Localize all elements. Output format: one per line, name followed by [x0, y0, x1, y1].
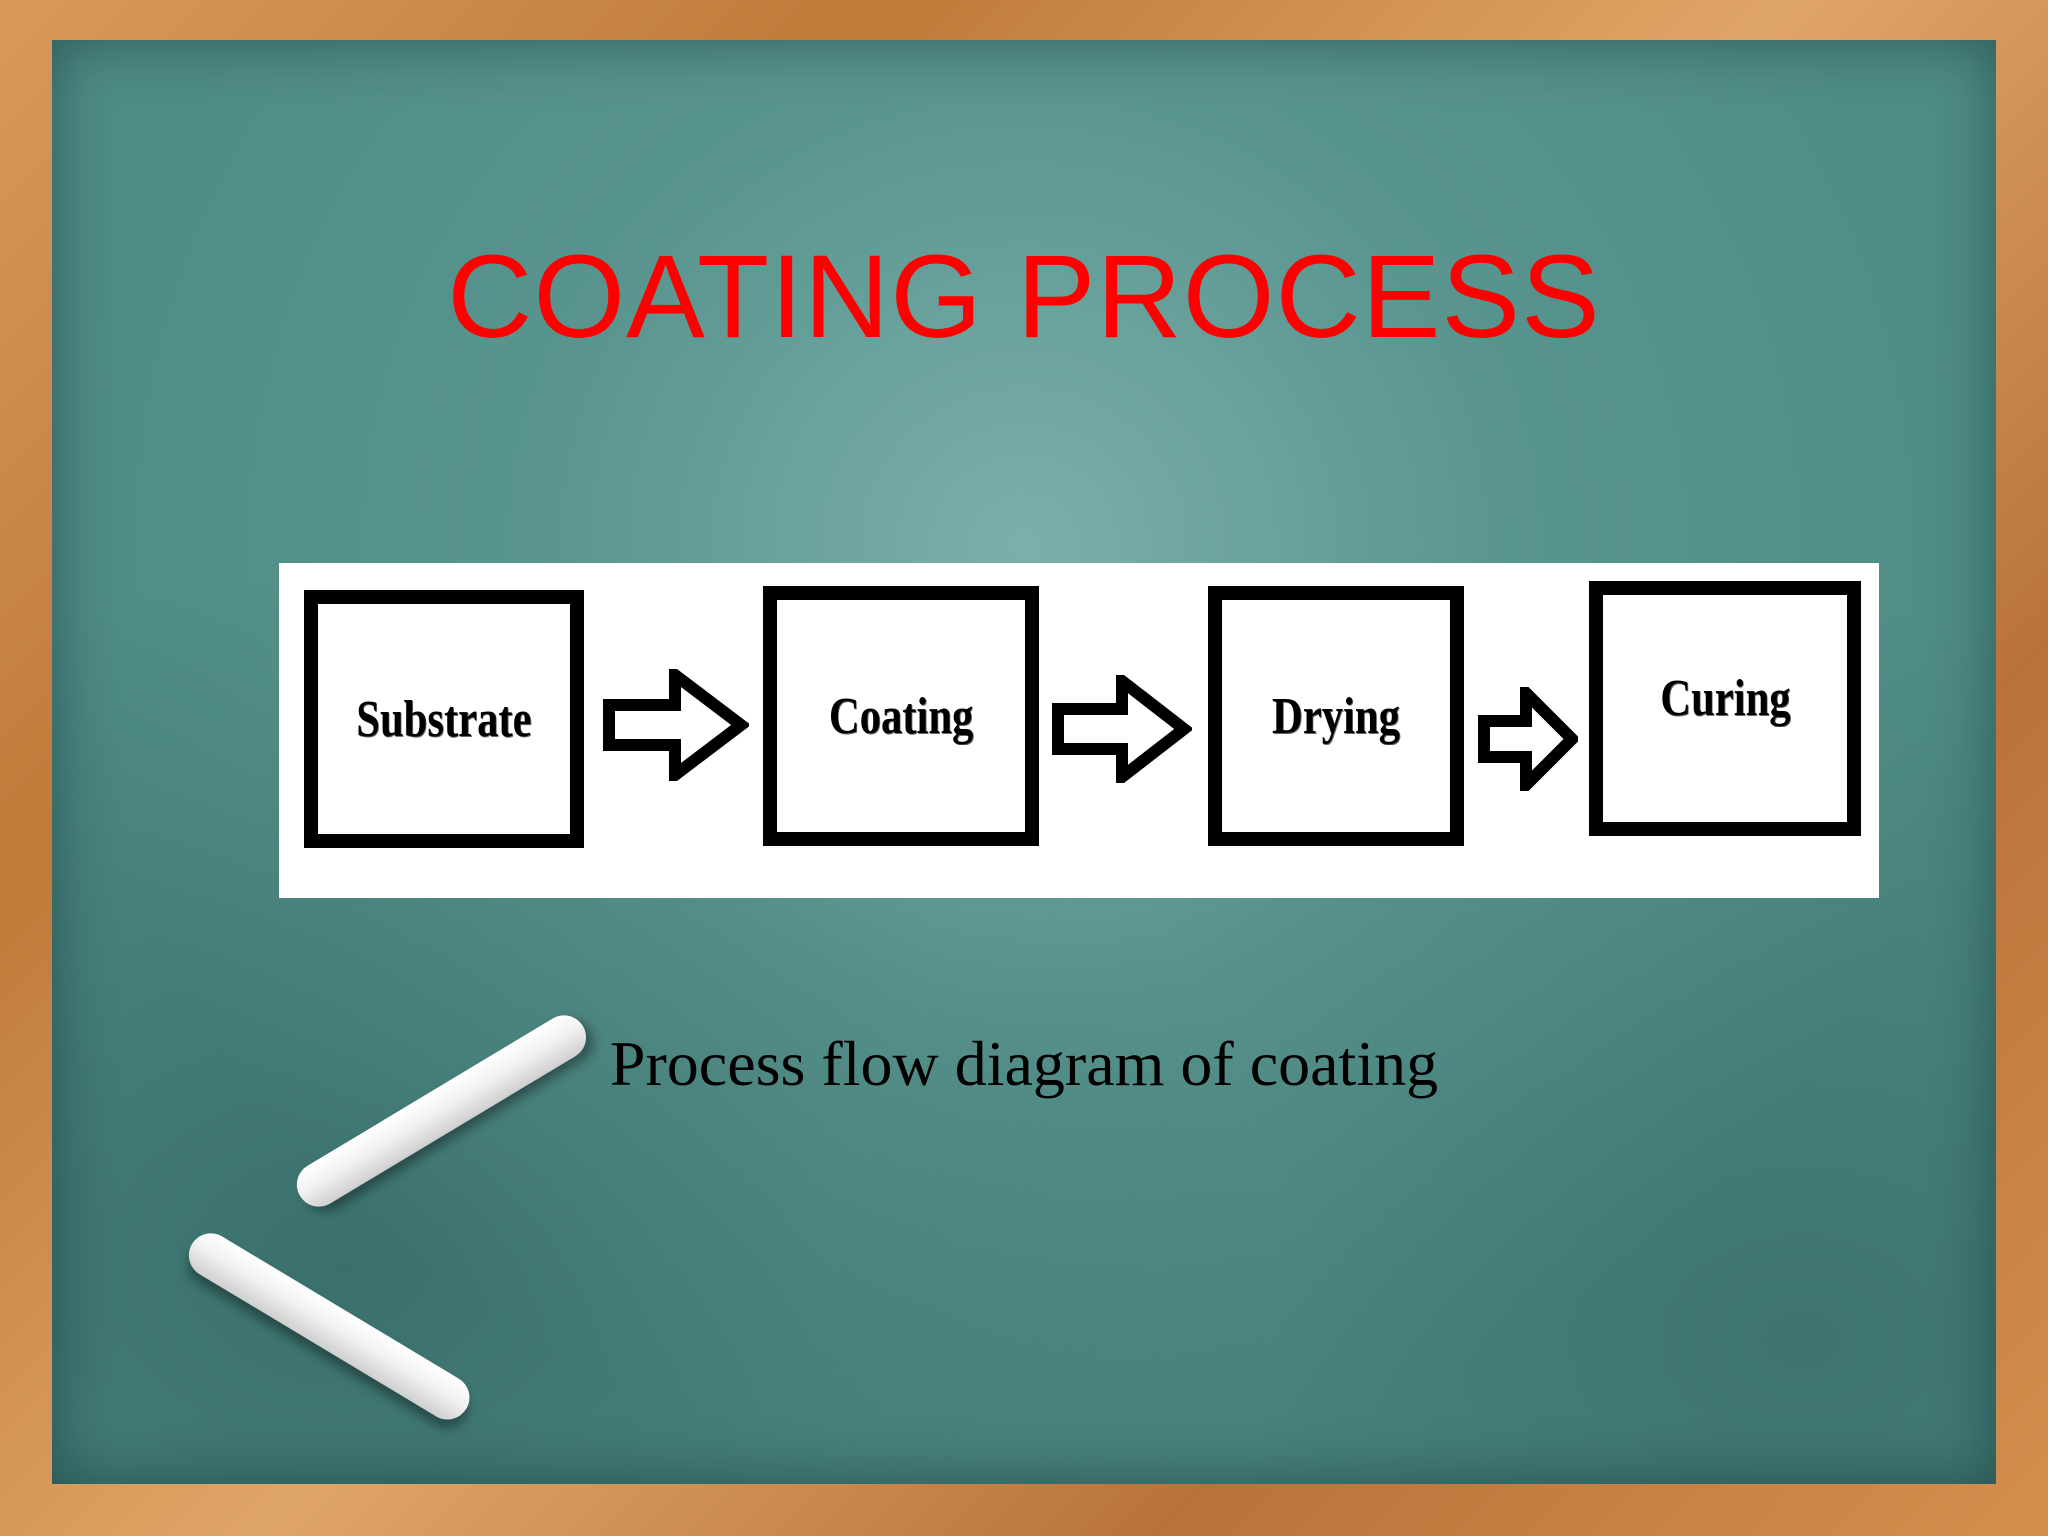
right-arrow-icon	[1478, 687, 1578, 791]
step-label: Drying	[1272, 687, 1400, 745]
step-coating: Coating	[763, 586, 1039, 846]
step-curing: Curing	[1589, 581, 1861, 836]
step-substrate: Substrate	[304, 590, 584, 848]
process-flow-diagram: Substrate Coating Drying Curing	[279, 563, 1879, 898]
step-label: Substrate	[356, 690, 532, 748]
step-drying: Drying	[1208, 586, 1464, 846]
step-label: Curing	[1659, 670, 1791, 727]
step-label: Coating	[828, 687, 974, 745]
right-arrow-icon	[603, 669, 749, 781]
right-arrow-icon	[1052, 675, 1192, 783]
diagram-caption: Process flow diagram of coating	[609, 1028, 1439, 1099]
slide-title: COATING PROCESS	[447, 231, 1601, 363]
